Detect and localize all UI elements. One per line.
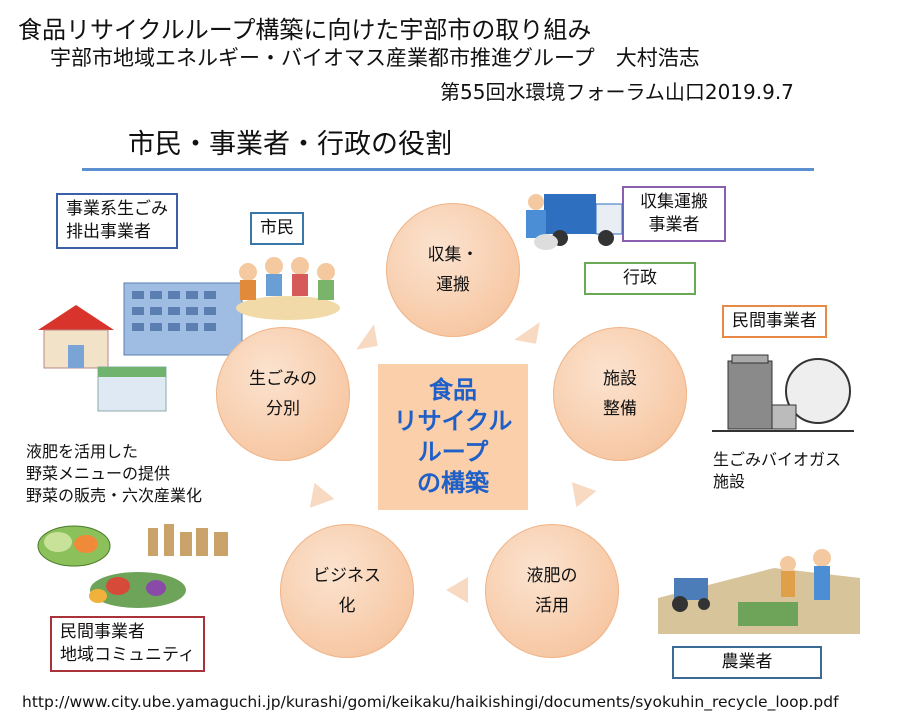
arrow-sorting-to-collection-icon — [356, 324, 378, 350]
biogas-note: 生ごみバイオガス 施設 — [713, 449, 841, 493]
farmers-field-illustration — [658, 549, 860, 634]
biogas-note-line2: 施設 — [713, 472, 746, 491]
cycle-step-business-line1: ビジネス — [313, 566, 381, 586]
actor-business-waste-line1: 事業系生ごみ — [66, 199, 168, 219]
actor-citizens-label: 市民 — [260, 218, 294, 238]
event-label: 第55回水環境フォーラム山口2019.9.7 — [440, 80, 794, 104]
lf-note-line3: 野菜の販売・六次産業化 — [26, 486, 203, 505]
vegetables-illustration — [37, 524, 228, 608]
center-goal: 食品 リサイクル ループ の構築 — [378, 364, 528, 510]
cycle-step-fertilizer-line1: 液肥の — [526, 566, 578, 586]
cycle-step-fertilizer-line2: 活用 — [535, 596, 569, 616]
arrow-collection-to-facility-icon — [514, 322, 540, 344]
actor-business-waste: 事業系生ごみ 排出事業者 — [56, 193, 178, 249]
cycle-step-sorting-line2: 分別 — [266, 399, 300, 419]
actor-community-line2: 地域コミュニティ — [60, 645, 195, 665]
cycle-step-facility: 施設 整備 — [553, 327, 687, 461]
slide-subtitle: 宇部市地域エネルギー・バイオマス産業都市推進グループ 大村浩志 — [50, 46, 700, 70]
title-rule — [82, 168, 814, 171]
cycle-step-collection-line1: 収集・ — [427, 245, 479, 265]
cycle-step-collection: 収集・ 運搬 — [386, 203, 520, 337]
actor-farmers-label: 農業者 — [721, 652, 773, 672]
center-line1: 食品 — [429, 376, 477, 404]
cycle-step-facility-line2: 整備 — [603, 399, 637, 419]
section-title: 市民・事業者・行政の役割 — [128, 129, 452, 160]
cycle-step-sorting: 生ごみの 分別 — [216, 327, 350, 461]
center-line3: ループ — [417, 438, 489, 466]
source-url: http://www.city.ube.yamaguchi.jp/kurashi… — [22, 693, 839, 711]
actor-citizens: 市民 — [250, 212, 304, 245]
center-line2: リサイクル — [393, 407, 513, 435]
actor-government-label: 行政 — [623, 268, 657, 288]
slide-title: 食品リサイクルループ構築に向けた宇部市の取り組み — [18, 16, 592, 44]
cycle-step-fertilizer: 液肥の 活用 — [485, 524, 619, 658]
actor-private-business: 民間事業者 — [722, 305, 827, 338]
lf-note-line1: 液肥を活用した — [26, 442, 139, 461]
collection-truck-illustration — [526, 194, 623, 250]
actor-private-business-label: 民間事業者 — [732, 311, 817, 331]
cycle-step-business-line2: 化 — [338, 596, 356, 616]
business-buildings-illustration — [38, 282, 243, 412]
cycle-step-business: ビジネス 化 — [280, 524, 414, 658]
actor-community: 民間事業者 地域コミュニティ — [50, 616, 205, 672]
lf-note-line2: 野菜メニューの提供 — [26, 464, 171, 483]
center-line4: の構築 — [417, 469, 489, 497]
biogas-facility-illustration — [712, 354, 854, 432]
liquid-fertilizer-note: 液肥を活用した 野菜メニューの提供 野菜の販売・六次産業化 — [26, 441, 202, 507]
cycle-step-facility-line1: 施設 — [603, 369, 637, 389]
actor-business-waste-line2: 排出事業者 — [66, 222, 151, 242]
arrow-facility-to-fertilizer-icon — [571, 482, 596, 508]
arrow-fertilizer-to-business-icon — [446, 577, 468, 603]
actor-collector: 収集運搬 事業者 — [622, 186, 726, 242]
actor-community-line1: 民間事業者 — [60, 622, 145, 642]
cycle-step-sorting-line1: 生ごみの — [249, 369, 317, 389]
actor-collector-line2: 事業者 — [648, 215, 700, 235]
biogas-note-line1: 生ごみバイオガス — [713, 450, 842, 469]
actor-farmers: 農業者 — [672, 646, 822, 679]
cycle-step-collection-line2: 運搬 — [436, 275, 470, 295]
actor-government: 行政 — [584, 262, 696, 295]
citizens-family-illustration — [236, 257, 340, 320]
actor-collector-line1: 収集運搬 — [640, 192, 708, 212]
arrow-business-to-sorting-icon — [309, 482, 334, 508]
